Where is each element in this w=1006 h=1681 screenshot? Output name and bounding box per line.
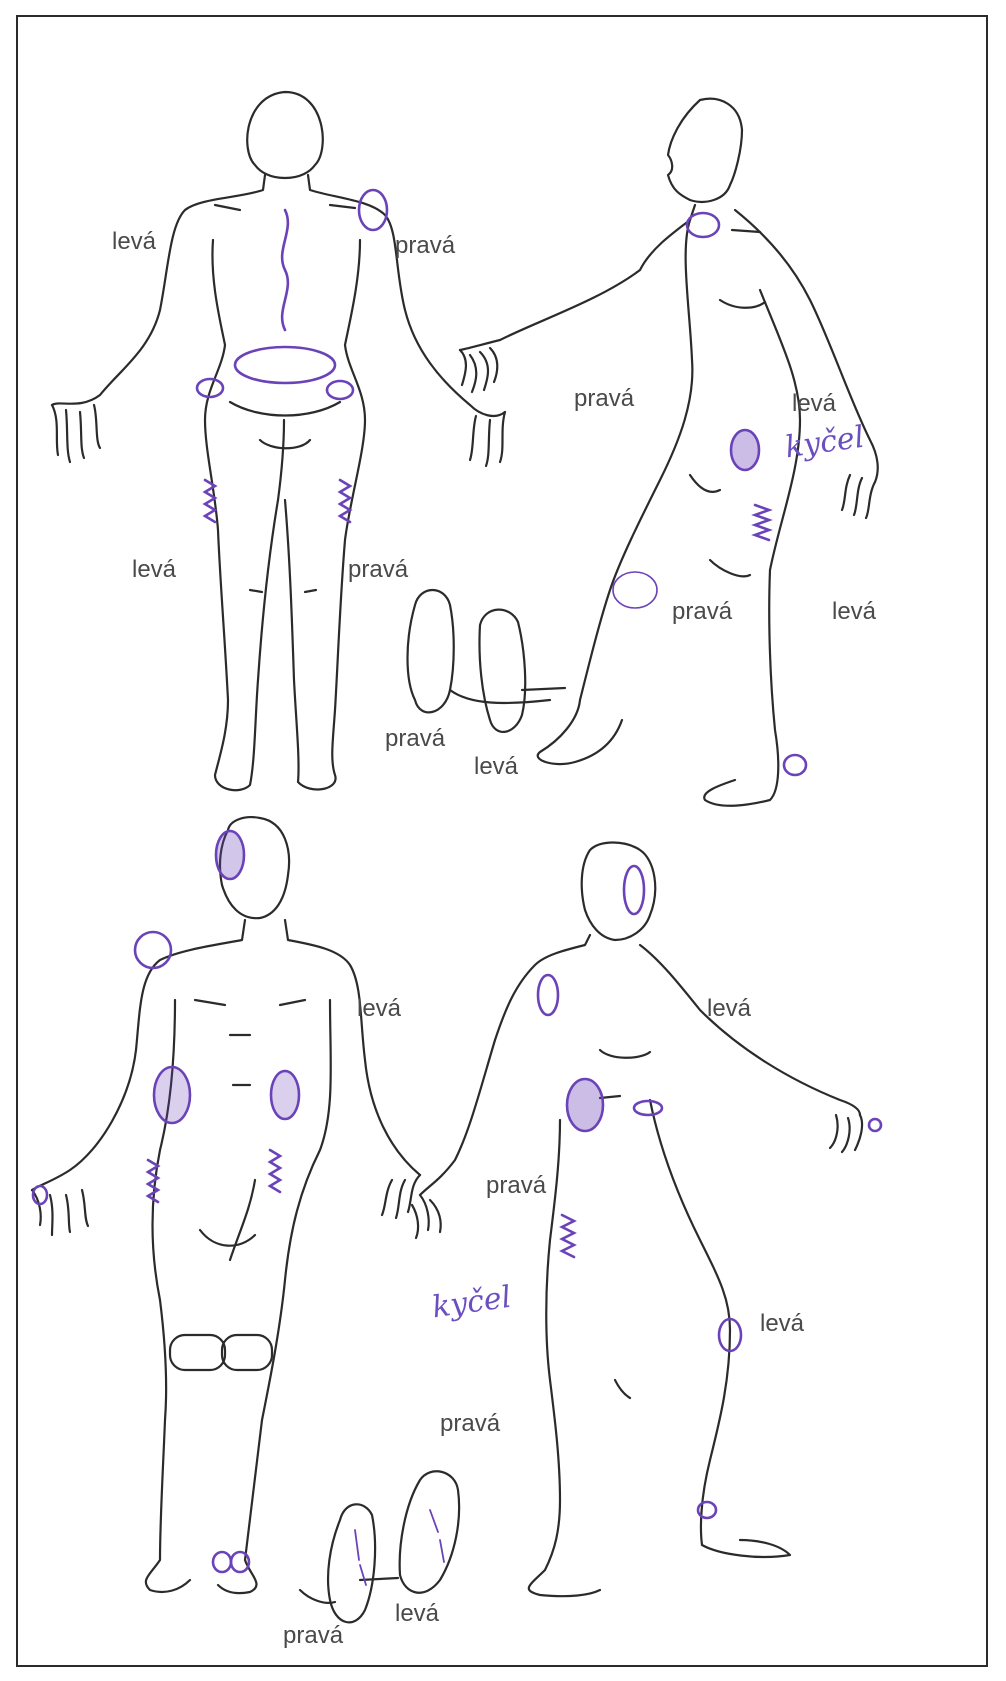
mark-side2-shoulder (538, 975, 558, 1015)
mark-back-shoulder (359, 190, 387, 230)
figure-back-view (52, 92, 505, 790)
mark-side2-hip-left (634, 1101, 662, 1115)
label-side1-right: pravá (574, 385, 634, 413)
label-side2-knee-left: levá (760, 1310, 804, 1338)
mark-side2-thigh (562, 1215, 574, 1257)
mark-side1-hip (731, 430, 759, 470)
mark-side1-thigh (755, 505, 769, 540)
label-side2-leg-right: pravá (440, 1410, 500, 1438)
mark-side2-hand (869, 1119, 881, 1131)
mark-front-thigh-left (270, 1150, 280, 1192)
mark-spine (282, 210, 288, 330)
label-side1-leg-left: levá (832, 598, 876, 626)
mark-front-hip-left (271, 1071, 299, 1119)
mark-low-back (235, 347, 335, 383)
figure-side-view-2 (412, 843, 862, 1597)
label-back-left: levá (112, 228, 156, 256)
label-side2-right: pravá (486, 1172, 546, 1200)
label-soles2-left: levá (395, 1600, 439, 1628)
mark-front-head (216, 831, 244, 879)
pain-marks (33, 190, 881, 1585)
label-soles1-left: levá (474, 753, 518, 781)
label-soles2-right: pravá (283, 1622, 343, 1650)
mark-front-hip-right (154, 1067, 190, 1123)
figure-front-view (32, 817, 420, 1593)
mark-side1-knee (613, 572, 657, 608)
label-back-leg-right: pravá (348, 556, 408, 584)
label-back-leg-left: levá (132, 556, 176, 584)
mark-side2-hip (567, 1079, 603, 1131)
mark-front-shoulder (135, 932, 171, 968)
label-side1-left: levá (792, 390, 836, 418)
mark-sole2-left (430, 1510, 444, 1562)
mark-back-thigh-left (205, 480, 215, 522)
mark-side1-ankle (784, 755, 806, 775)
label-back-right: pravá (395, 232, 455, 260)
mark-side2-head (624, 866, 644, 914)
label-side2-left: levá (707, 995, 751, 1023)
label-soles1-right: pravá (385, 725, 445, 753)
mark-sole2-right (355, 1530, 366, 1585)
mark-back-hip-right (327, 381, 353, 399)
label-side1-knee-right: pravá (672, 598, 732, 626)
mark-side1-shoulder (687, 213, 719, 237)
figure-soles-1 (408, 590, 566, 732)
label-front-left: levá (357, 995, 401, 1023)
mark-front-ankle-right (213, 1552, 231, 1572)
